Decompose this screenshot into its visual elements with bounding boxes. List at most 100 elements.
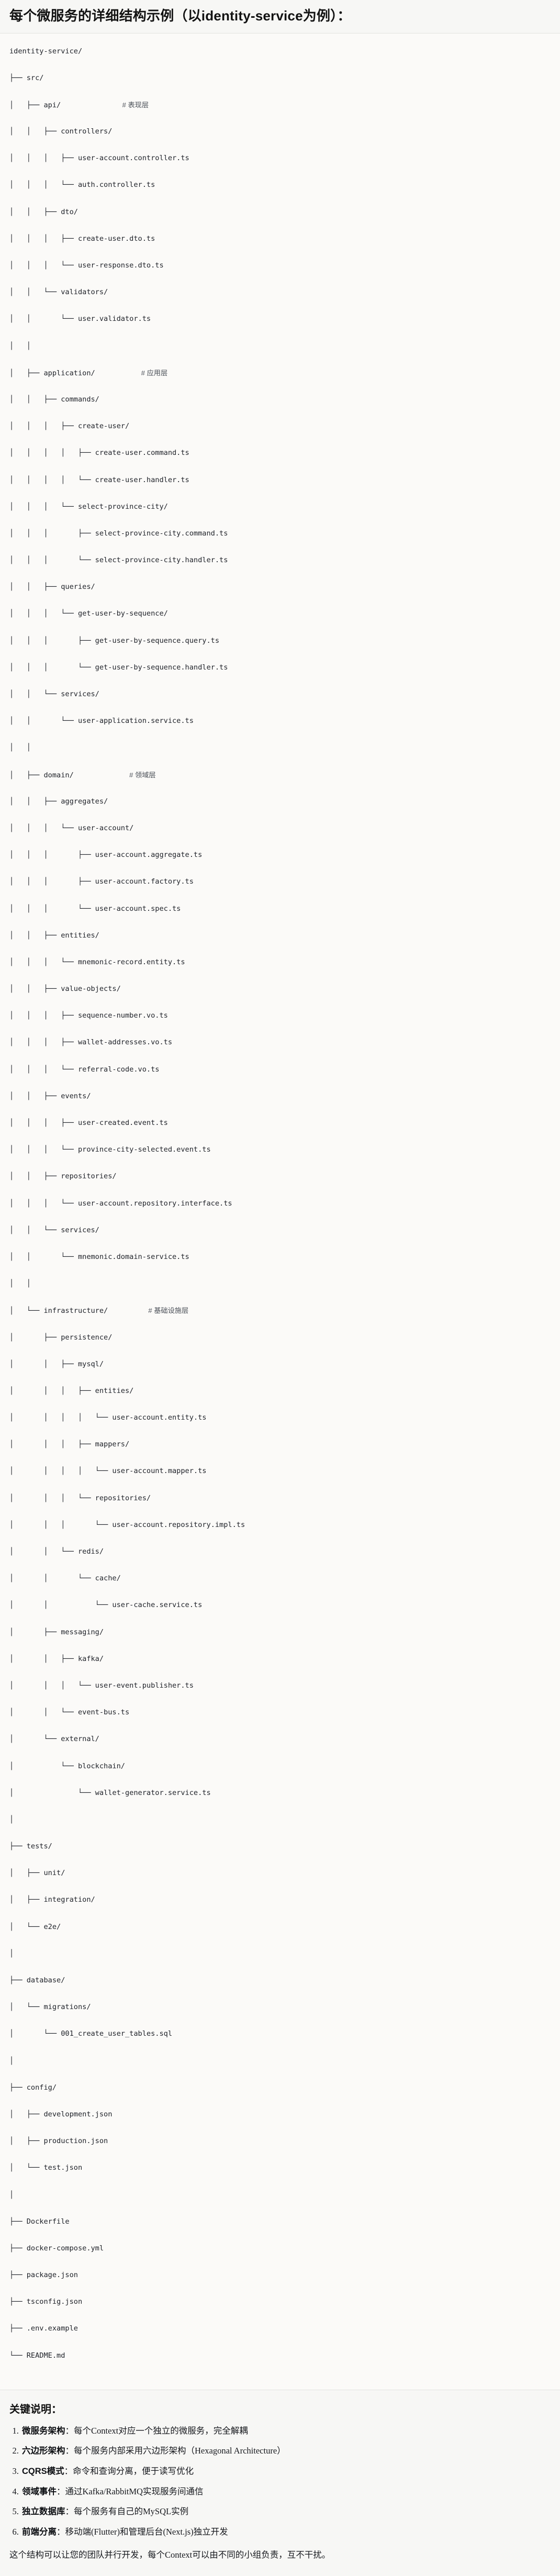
tree-row: │ │ └── user.validator.ts [9,313,551,326]
tree-row: │ │ │ └── repositories/ [9,1492,551,1506]
tree-row: │ │ └── services/ [9,688,551,701]
key-note-text: 每个Context对应一个独立的微服务，完全解耦 [74,2425,248,2436]
key-note-term: 领域事件 [22,2486,57,2496]
tree-row: ├── tests/ [9,1840,551,1854]
tree-node-label: │ │ └── user-cache.service.ts [9,1601,203,1610]
key-note-term: CQRS模式 [22,2466,64,2476]
tree-row: │ └── test.json [9,2161,551,2175]
tree-row: ├── Dockerfile [9,2215,551,2229]
tree-node-label: │ │ │ └── user-event.publisher.ts [9,1681,194,1690]
tree-row: │ │ │ └── referral-code.vo.ts [9,1063,551,1077]
tree-row: │ ├── unit/ [9,1867,551,1880]
tree-row: │ │ │ └── select-province-city/ [9,500,551,514]
tree-row: │ │ └── event-bus.ts [9,1706,551,1720]
tree-node-label: │ ├── api/ [9,101,61,109]
tree-node-label: │ [9,2190,14,2199]
tree-node-label: │ [9,1949,14,1958]
tree-node-label: │ │ ├── events/ [9,1091,91,1100]
tree-row: │ [9,2189,551,2202]
tree-row: │ │ │ └── province-city-selected.event.t… [9,1143,551,1157]
tree-row: │ │ ├── commands/ [9,393,551,407]
tree-row: ├── package.json [9,2269,551,2282]
tree-node-label: └── README.md [9,2351,65,2360]
key-note-text: 每个服务有自己的MySQL实例 [74,2506,189,2517]
tree-node-label: │ └── migrations/ [9,2003,91,2012]
tree-row: │ │ └── cache/ [9,1572,551,1586]
tree-node-label: │ │ ├── repositories/ [9,1172,117,1181]
tree-node-label: │ │ │ ├── user-account.aggregate.ts [9,851,203,860]
tree-row: │ │ │ └── get-user-by-sequence.handler.t… [9,661,551,675]
tree-row: │ ├── production.json [9,2135,551,2148]
tree-layer-comment: # 应用层 [95,369,168,377]
tree-row: │ │ │ │ └── create-user.handler.ts [9,474,551,487]
tree-layer-comment: # 领域层 [73,771,156,779]
tree-node-label: │ │ └── mnemonic.domain-service.ts [9,1252,189,1261]
tree-row: │ │ ├── aggregates/ [9,795,551,809]
tree-node-label: identity-service/ [9,47,83,55]
tree-node-label: │ │ ├── aggregates/ [9,797,108,806]
directory-tree: identity-service/ ├── src/ │ ├── api/ # … [9,45,551,2376]
tree-node-label: │ │ │ └── auth.controller.ts [9,181,155,189]
tree-row: │ │ │ └── get-user-by-sequence/ [9,607,551,621]
tree-row: │ │ └── redis/ [9,1545,551,1559]
tree-row: │ └── blockchain/ [9,1760,551,1774]
tree-node-label: ├── .env.example [9,2324,78,2333]
tree-node-label: ├── src/ [9,73,44,82]
tree-node-label: │ │ │ ├── sequence-number.vo.ts [9,1011,168,1020]
tree-row: │ │ │ ├── entities/ [9,1385,551,1398]
tree-row: │ [9,2055,551,2068]
tree-row: │ │ [9,741,551,755]
tree-layer-comment: # 基础设施层 [108,1307,189,1315]
tree-node-label: │ │ │ └── user-account.spec.ts [9,904,181,913]
tree-node-label: │ │ │ └── referral-code.vo.ts [9,1065,160,1074]
tree-node-label: │ │ [9,341,31,350]
header-band: 每个微服务的详细结构示例（以identity-service为例）： [0,0,560,34]
tree-node-label: │ │ │ └── get-user-by-sequence.handler.t… [9,663,228,672]
tree-node-label: │ │ │ │ └── user-account.mapper.ts [9,1467,207,1476]
tree-node-label: │ └── blockchain/ [9,1761,125,1770]
tree-row: │ │ │ ├── select-province-city.command.t… [9,527,551,541]
tree-node-label: │ ├── messaging/ [9,1627,104,1636]
tree-row: │ │ │ └── select-province-city.handler.t… [9,554,551,567]
tree-node-label: │ │ │ ├── entities/ [9,1386,134,1395]
tree-row: │ │ [9,1277,551,1291]
tree-node-label: │ │ │ ├── get-user-by-sequence.query.ts [9,636,220,645]
tree-node-label: │ │ └── redis/ [9,1547,104,1556]
key-note-separator: ： [64,2466,73,2476]
tree-row: │ [9,1813,551,1827]
tree-row: │ ├── integration/ [9,1893,551,1907]
tree-node-label: │ ├── development.json [9,2110,113,2118]
tree-node-label: ├── tsconfig.json [9,2298,83,2306]
tree-row: │ │ ├── entities/ [9,929,551,943]
tree-row: │ │ └── user-cache.service.ts [9,1599,551,1612]
tree-row: ├── tsconfig.json [9,2295,551,2309]
tree-row: │ │ │ └── user-account/ [9,822,551,835]
tree-node-label: │ │ │ └── user-account.repository.impl.t… [9,1520,245,1529]
tree-node-label: │ │ └── services/ [9,1225,99,1234]
key-note-separator: ： [65,2446,74,2456]
tree-row: │ │ │ ├── user-account.aggregate.ts [9,849,551,862]
tree-node-label: │ │ └── user-application.service.ts [9,717,194,726]
tree-row: └── README.md [9,2349,551,2363]
tree-layer-comment: # 表现层 [61,101,149,109]
key-note-item: 独立数据库：每个服务有自己的MySQL实例 [21,2505,551,2519]
tree-row: │ │ ├── repositories/ [9,1170,551,1184]
tree-node-label: │ │ └── validators/ [9,288,108,297]
key-note-item: 微服务架构：每个Context对应一个独立的微服务，完全解耦 [21,2424,551,2438]
tree-row: │ ├── development.json [9,2108,551,2122]
tree-row: │ └── infrastructure/ # 基础设施层 [9,1304,551,1318]
tree-node-label: │ │ │ ├── user-account.controller.ts [9,154,189,163]
tree-row: │ │ ├── mysql/ [9,1358,551,1371]
tree-node-label: │ ├── integration/ [9,1895,95,1904]
key-notes-footer: 这个结构可以让您的团队并行开发，每个Context可以由不同的小组负责，互不干扰… [9,2550,331,2560]
tree-node-label: │ └── e2e/ [9,1922,61,1931]
tree-node-label: ├── Dockerfile [9,2217,70,2226]
tree-row: │ ├── persistence/ [9,1331,551,1345]
tree-node-label: │ ├── domain/ [9,771,74,779]
tree-node-label: │ │ │ ├── user-created.event.ts [9,1119,168,1127]
tree-row: │ │ ├── queries/ [9,581,551,594]
tree-row: │ ├── domain/ # 领域层 [9,768,551,782]
key-note-separator: ： [65,2425,74,2436]
tree-node-label: │ │ └── user.validator.ts [9,315,151,324]
